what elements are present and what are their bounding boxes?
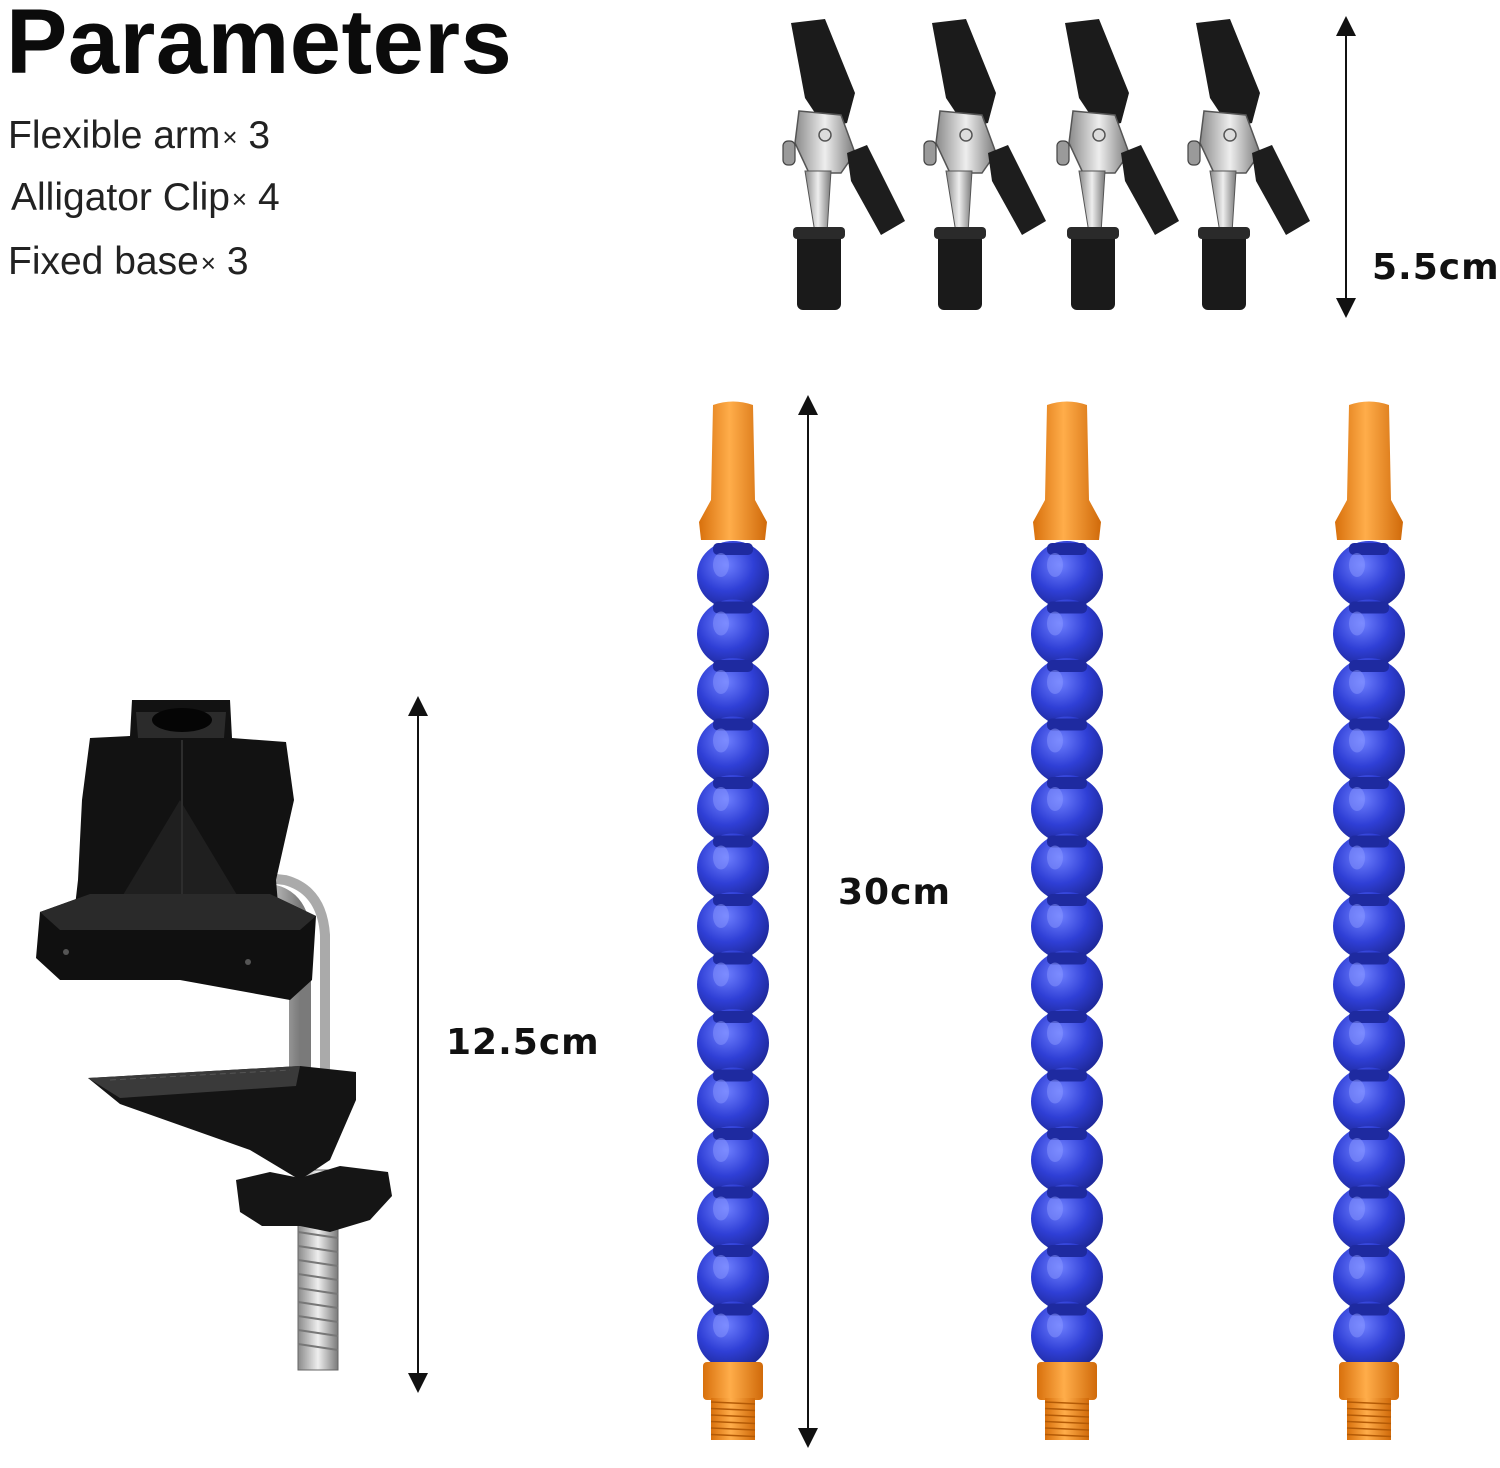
spec-flexible-arm: Flexible arm× 3 bbox=[8, 116, 270, 155]
base-height-label: 12.5cm bbox=[446, 1022, 600, 1063]
alligator-clips bbox=[782, 18, 1311, 311]
times-symbol: × bbox=[200, 248, 216, 278]
flexible-arm bbox=[1333, 401, 1405, 1440]
spec-qty: 3 bbox=[226, 240, 249, 283]
spec-fixed-base: Fixed base× 3 bbox=[8, 242, 249, 281]
spec-alligator-clip: Alligator Clip× 4 bbox=[11, 178, 280, 217]
fixed-base bbox=[36, 700, 392, 1371]
spec-name: Alligator Clip bbox=[11, 176, 230, 219]
flexible-arm bbox=[697, 401, 769, 1440]
page-title: Parameters bbox=[6, 0, 513, 93]
spec-name: Fixed base bbox=[8, 240, 199, 283]
spec-qty: 4 bbox=[257, 176, 280, 219]
arm-length-label: 30cm bbox=[838, 872, 951, 913]
spec-name: Flexible arm bbox=[8, 114, 221, 157]
times-symbol: × bbox=[231, 184, 248, 214]
flexible-arms bbox=[697, 401, 1405, 1440]
clip-height-label: 5.5cm bbox=[1372, 247, 1500, 288]
times-symbol: × bbox=[222, 122, 238, 152]
flexible-arm bbox=[1031, 401, 1103, 1440]
spec-qty: 3 bbox=[248, 114, 271, 157]
